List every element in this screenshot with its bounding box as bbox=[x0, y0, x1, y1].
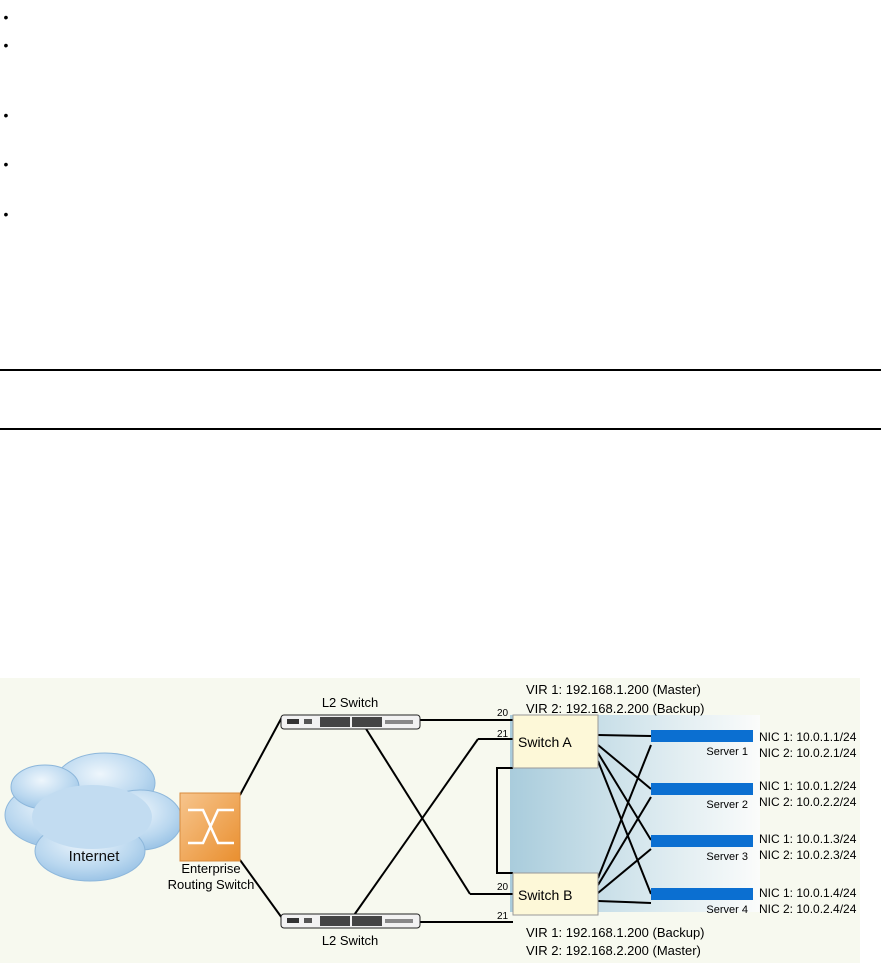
internet-cloud-icon bbox=[4, 752, 183, 882]
routing-switch-label: Enterprise bbox=[181, 861, 240, 876]
bullet-marker: • bbox=[3, 9, 9, 25]
server-label: Server 4 bbox=[706, 904, 748, 916]
server-nic1: NIC 1: 10.0.1.3/24 bbox=[759, 832, 857, 846]
switch-b-vir2: VIR 2: 192.168.2.200 (Master) bbox=[526, 943, 701, 958]
top-divider bbox=[0, 369, 881, 371]
server-icon bbox=[651, 783, 753, 795]
server-icon bbox=[651, 730, 753, 742]
port-label: 20 bbox=[497, 882, 509, 893]
bullet-marker: • bbox=[3, 37, 9, 53]
switch-a-box bbox=[512, 714, 599, 769]
server-nic1: NIC 1: 10.0.1.2/24 bbox=[759, 779, 857, 793]
switch-b-box bbox=[512, 872, 599, 916]
connection-lines bbox=[239, 716, 652, 923]
server-nic2: NIC 2: 10.0.2.2/24 bbox=[759, 795, 857, 809]
switch-a-vir2: VIR 2: 192.168.2.200 (Backup) bbox=[526, 701, 705, 716]
internet-label: Internet bbox=[69, 848, 121, 865]
server-label: Server 1 bbox=[706, 746, 748, 758]
switch-b-label: Switch B bbox=[518, 887, 572, 903]
bullet-marker: • bbox=[3, 107, 9, 123]
server-label: Server 3 bbox=[706, 851, 748, 863]
server-nic1: NIC 1: 10.0.1.4/24 bbox=[759, 886, 857, 900]
server-nic1: NIC 1: 10.0.1.1/24 bbox=[759, 730, 857, 744]
server-label: Server 2 bbox=[706, 799, 748, 811]
bullet-marker: • bbox=[3, 156, 9, 172]
bullet-marker: • bbox=[3, 206, 9, 222]
port-label: 21 bbox=[497, 911, 509, 922]
server-2: Server 2 NIC 1: 10.0.1.2/24 NIC 2: 10.0.… bbox=[651, 779, 857, 811]
server-nic2: NIC 2: 10.0.2.4/24 bbox=[759, 902, 857, 916]
server-nic2: NIC 2: 10.0.2.3/24 bbox=[759, 848, 857, 862]
l2-switch-bottom-label: L2 Switch bbox=[322, 933, 378, 948]
network-diagram: Internet Enterprise Routing Switch bbox=[0, 678, 860, 963]
switch-b-vir1: VIR 1: 192.168.1.200 (Backup) bbox=[526, 925, 705, 940]
bottom-divider bbox=[0, 428, 881, 430]
port-label: 20 bbox=[497, 708, 509, 719]
switch-a-label: Switch A bbox=[518, 734, 572, 750]
port-label: 21 bbox=[497, 729, 509, 740]
l2-switch-top-icon bbox=[280, 714, 421, 730]
server-nic2: NIC 2: 10.0.2.1/24 bbox=[759, 746, 857, 760]
server-1: Server 1 NIC 1: 10.0.1.1/24 NIC 2: 10.0.… bbox=[651, 730, 857, 760]
switch-a-vir1: VIR 1: 192.168.1.200 (Master) bbox=[526, 682, 701, 697]
l2-switch-bottom-icon bbox=[280, 913, 421, 929]
server-4: Server 4 NIC 1: 10.0.1.4/24 NIC 2: 10.0.… bbox=[651, 886, 857, 916]
server-3: Server 3 NIC 1: 10.0.1.3/24 NIC 2: 10.0.… bbox=[651, 832, 857, 863]
server-icon bbox=[651, 835, 753, 847]
server-icon bbox=[651, 888, 753, 900]
routing-switch-label: Routing Switch bbox=[168, 877, 255, 892]
routing-switch-icon bbox=[179, 792, 241, 862]
l2-switch-top-label: L2 Switch bbox=[322, 695, 378, 710]
